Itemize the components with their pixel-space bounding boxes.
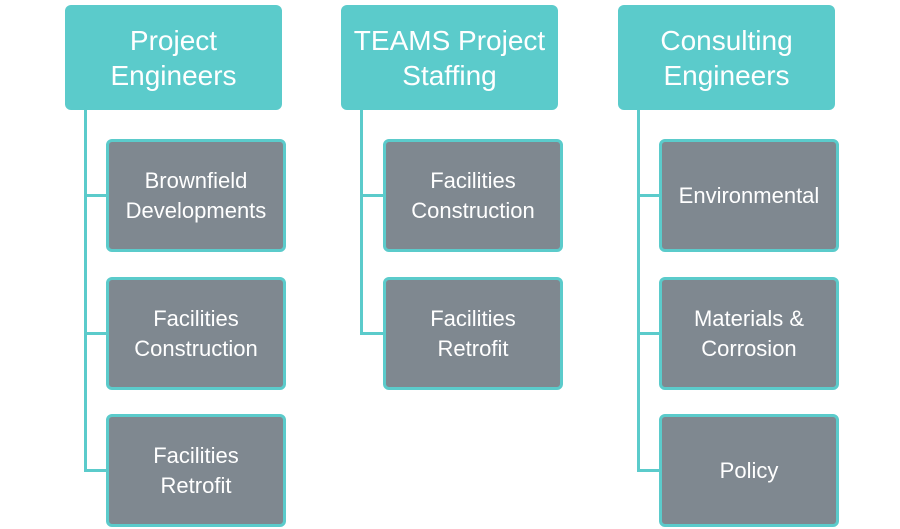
child-facilities-retrofit: Facilities Retrofit bbox=[106, 414, 286, 527]
child-line: Construction bbox=[411, 197, 535, 223]
child-brownfield-developments: Brownfield Developments bbox=[106, 139, 286, 252]
connector-branch bbox=[637, 194, 661, 197]
child-line: Facilities bbox=[153, 442, 239, 468]
connector-branch bbox=[360, 194, 385, 197]
connector-branch bbox=[84, 332, 108, 335]
child-line: Facilities bbox=[430, 167, 516, 193]
child-line: Developments bbox=[125, 197, 267, 223]
connector-branch bbox=[84, 194, 108, 197]
child-line: Materials & bbox=[693, 305, 805, 331]
column-header-teams-project-staffing: TEAMS Project Staffing bbox=[341, 5, 558, 110]
column-header-consulting-engineers: Consulting Engineers bbox=[618, 5, 835, 110]
child-policy: Policy bbox=[659, 414, 839, 527]
child-line: Construction bbox=[134, 335, 258, 361]
child-environmental: Environmental bbox=[659, 139, 839, 252]
header-line: Engineers bbox=[663, 59, 790, 91]
column-header-project-engineers: Project Engineers bbox=[65, 5, 282, 110]
header-line: TEAMS Project bbox=[353, 24, 546, 56]
header-line: Engineers bbox=[110, 59, 237, 91]
child-line: Facilities bbox=[153, 305, 239, 331]
header-line: Consulting bbox=[660, 24, 793, 56]
connector-branch bbox=[84, 469, 108, 472]
child-materials-corrosion: Materials & Corrosion bbox=[659, 277, 839, 390]
child-line: Facilities bbox=[430, 305, 516, 331]
connector-trunk bbox=[84, 110, 87, 472]
connector-branch bbox=[637, 332, 661, 335]
connector-trunk bbox=[360, 110, 363, 335]
child-line: Retrofit bbox=[160, 472, 232, 498]
header-line: Project bbox=[129, 24, 218, 56]
child-facilities-retrofit: Facilities Retrofit bbox=[383, 277, 563, 390]
child-line: Policy bbox=[719, 457, 779, 483]
child-line: Retrofit bbox=[437, 335, 509, 361]
connector-branch bbox=[360, 332, 385, 335]
child-facilities-construction: Facilities Construction bbox=[106, 277, 286, 390]
child-line: Corrosion bbox=[701, 335, 797, 361]
child-facilities-construction: Facilities Construction bbox=[383, 139, 563, 252]
connector-branch bbox=[637, 469, 661, 472]
child-line: Environmental bbox=[678, 182, 820, 208]
connector-trunk bbox=[637, 110, 640, 472]
header-line: Staffing bbox=[402, 59, 497, 91]
child-line: Brownfield bbox=[144, 167, 248, 193]
